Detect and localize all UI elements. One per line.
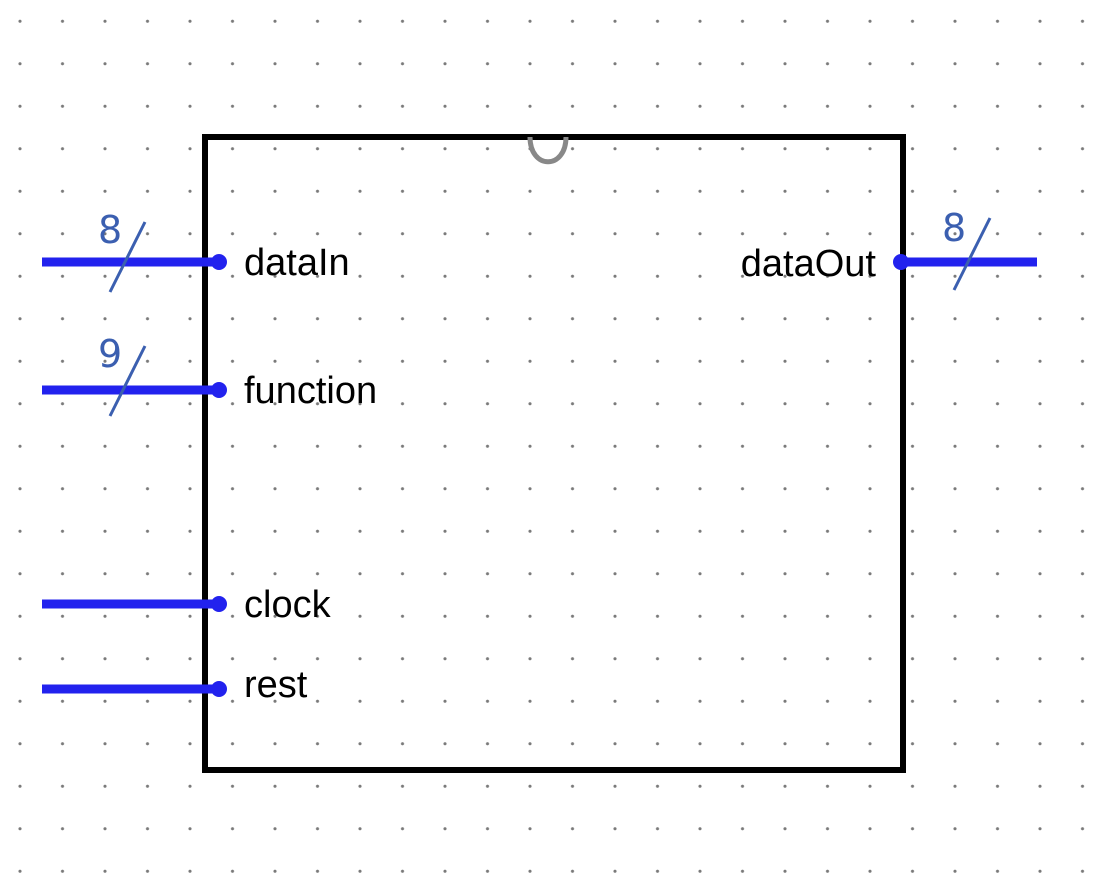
bus-width-function: 9 [98, 332, 122, 376]
bus-slash-function [108, 345, 147, 417]
label-dataIn: dataIn [244, 242, 350, 284]
label-function: function [244, 370, 377, 412]
pin-function[interactable] [211, 382, 227, 398]
bus-width-dataOut: 8 [942, 206, 966, 250]
pin-rest[interactable] [211, 681, 227, 697]
bus-slash-dataOut [952, 217, 992, 291]
component-box[interactable] [202, 134, 906, 773]
label-rest: rest [244, 664, 308, 706]
bus-slash-dataIn [108, 221, 147, 293]
pin-clock[interactable] [211, 596, 227, 612]
pin-dataOut[interactable] [893, 254, 909, 270]
label-clock: clock [244, 584, 332, 626]
bus-width-dataIn: 8 [98, 208, 122, 252]
pin-dataIn[interactable] [211, 254, 227, 270]
component-notch [527, 136, 569, 165]
label-dataOut: dataOut [741, 243, 877, 285]
